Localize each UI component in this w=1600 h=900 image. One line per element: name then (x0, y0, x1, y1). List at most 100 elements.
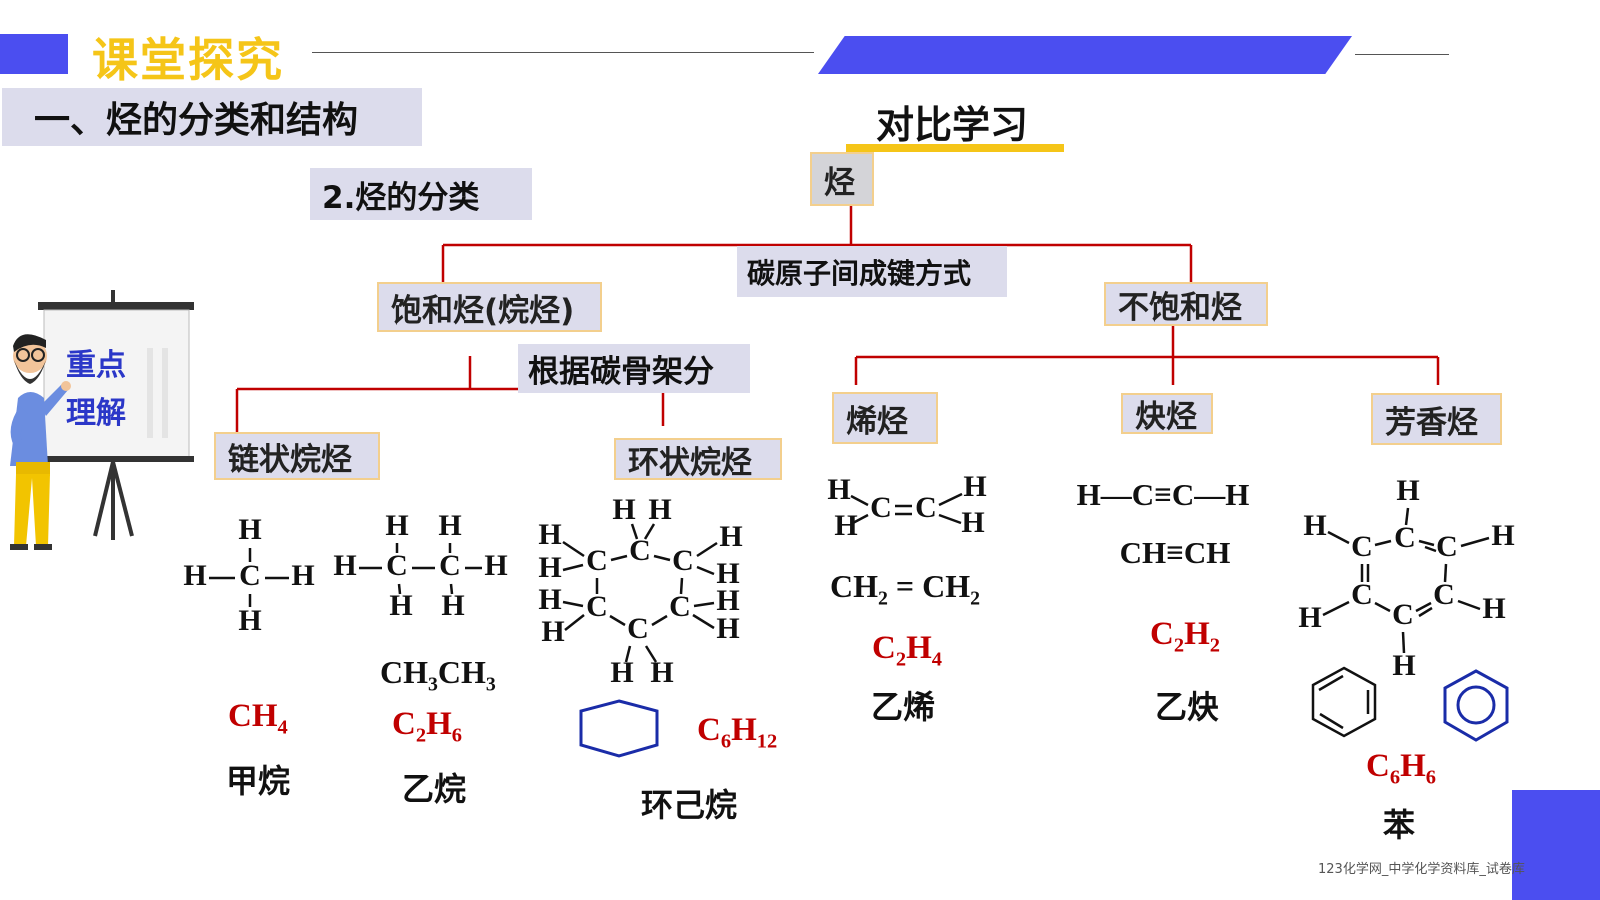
badge-line-1: 重点 (66, 348, 126, 383)
atom-symbol: H (389, 589, 412, 622)
methane-formula: CH4 (228, 698, 288, 739)
atom-symbol: H (1392, 649, 1415, 682)
atom-symbol: C (669, 590, 691, 623)
cyclohexane-skeletal (579, 699, 659, 758)
atom-symbol: H (963, 470, 986, 503)
basis-bond-label: 碳原子间成键方式 (737, 246, 1007, 297)
atom-symbol: C (1436, 530, 1458, 563)
atom-symbol: C (439, 549, 461, 582)
acetylene-name: 乙炔 (1155, 688, 1220, 726)
atom-symbol: H (1491, 519, 1514, 552)
atom-symbol: H (716, 584, 739, 617)
benzene-structure: H H C C C H C C H C H H (1298, 474, 1514, 682)
ethane-formula: C2H6 (392, 706, 462, 747)
atom-symbol: C (870, 491, 892, 524)
condensed-sub: 2 (878, 587, 888, 610)
atom-symbol: C (239, 559, 261, 592)
atom-symbol: H (1303, 509, 1326, 542)
section-label: 课堂探究 (92, 33, 284, 87)
atom-symbol: C (672, 544, 694, 577)
atom-symbol: H (716, 612, 739, 645)
compare-title: 对比学习 (876, 103, 1029, 147)
subsection-title: 2.烃的分类 (310, 168, 532, 220)
atom-symbol: H (961, 506, 984, 539)
atom-symbol: C (586, 544, 608, 577)
atom-symbol: H (438, 509, 461, 542)
atom-symbol: H (385, 509, 408, 542)
atom-symbol: C (1351, 578, 1373, 611)
header-left-bar (0, 34, 68, 74)
benzene-ring-skeletal (1443, 669, 1509, 742)
atom-symbol: H (538, 551, 561, 584)
ethane-name: 乙烷 (402, 770, 467, 808)
condensed-sub: 3 (428, 673, 438, 696)
cyclohexane-structure: H H C H C C H H H H C C H H C H H H (538, 493, 742, 689)
corner-accent-block (1512, 790, 1600, 900)
alkene-box: 烯烃 (832, 392, 938, 444)
ring-alkane-box: 环状烷烃 (614, 438, 782, 481)
atom-symbol: C (627, 612, 649, 645)
section-title: 一、烃的分类和结构 (2, 88, 422, 146)
atom-symbol: H (541, 615, 564, 648)
atom-symbol: C (1394, 521, 1416, 554)
atom-symbol: H (238, 604, 261, 637)
condensed-sub: 2 (970, 587, 981, 610)
atom-symbol: C (629, 534, 651, 567)
atom-symbol: H (333, 549, 356, 582)
atom-symbol: H (1396, 474, 1419, 507)
atom-symbol: C (586, 590, 608, 623)
methane-structure: H H C H H (183, 513, 314, 637)
atom-symbol: H (441, 589, 464, 622)
header-right-bar (818, 36, 1352, 74)
atom-symbol: H (716, 557, 739, 590)
saturated-hydrocarbon-box: 饱和烃(烷烃) (377, 282, 602, 332)
basis-skeleton-label: 根据碳骨架分 (518, 344, 750, 393)
cyclohexane-name: 环己烷 (641, 786, 738, 824)
atom-symbol: H (183, 559, 206, 592)
atom-symbol: H (834, 509, 857, 542)
atom-symbol: H (612, 493, 635, 526)
header-thin-line (312, 52, 814, 53)
atom-symbol: H (1298, 601, 1321, 634)
atom-symbol: H (610, 656, 633, 689)
benzene-kekule-skeletal (1311, 666, 1377, 738)
atom-symbol: H (650, 656, 673, 689)
badge-line-2: 理解 (66, 396, 126, 431)
root-hydrocarbon-box: 烃 (810, 152, 874, 206)
atom-symbol: H (1482, 592, 1505, 625)
condensed-part: CH (380, 654, 428, 690)
footer-watermark: 123化学网_中学化学资料库_试卷库 (1318, 862, 1525, 877)
acetylene-condensed: CH≡CH (1120, 535, 1231, 570)
atom-symbol: H (719, 520, 742, 553)
condensed-part: CH (437, 654, 486, 690)
atom-symbol: H (484, 549, 507, 582)
atom-symbol: H (238, 513, 261, 546)
condensed-part: CH (830, 568, 878, 604)
ethylene-name: 乙烯 (871, 688, 936, 726)
alkyne-box: 炔烃 (1121, 393, 1213, 435)
ethylene-condensed: CH2 = CH2 (830, 568, 980, 610)
condensed-sub: 3 (485, 673, 496, 696)
atom-symbol: H (648, 493, 671, 526)
aromatic-box: 芳香烃 (1371, 393, 1502, 445)
unsaturated-hydrocarbon-box: 不饱和烃 (1104, 282, 1268, 326)
atom-symbol: C (386, 549, 408, 582)
atom-symbol: H (291, 559, 314, 592)
cyclohexane-formula: C6H12 (697, 712, 778, 753)
atom-symbol: C (1351, 530, 1373, 563)
compare-underline (846, 144, 1064, 152)
benzene-formula: C6H6 (1366, 748, 1436, 789)
header-thin-line-right (1355, 54, 1449, 55)
ethylene-formula: C2H4 (872, 630, 942, 671)
atom-symbol: C (1392, 598, 1414, 631)
acetylene-formula: C2H2 (1150, 616, 1220, 657)
atom-symbol: C (1433, 578, 1455, 611)
chain-alkane-box: 链状烷烃 (214, 432, 380, 480)
condensed-part: = CH (887, 568, 971, 604)
benzene-name: 苯 (1383, 806, 1416, 844)
atom-symbol: H (827, 473, 850, 506)
methane-name: 甲烷 (226, 762, 291, 800)
